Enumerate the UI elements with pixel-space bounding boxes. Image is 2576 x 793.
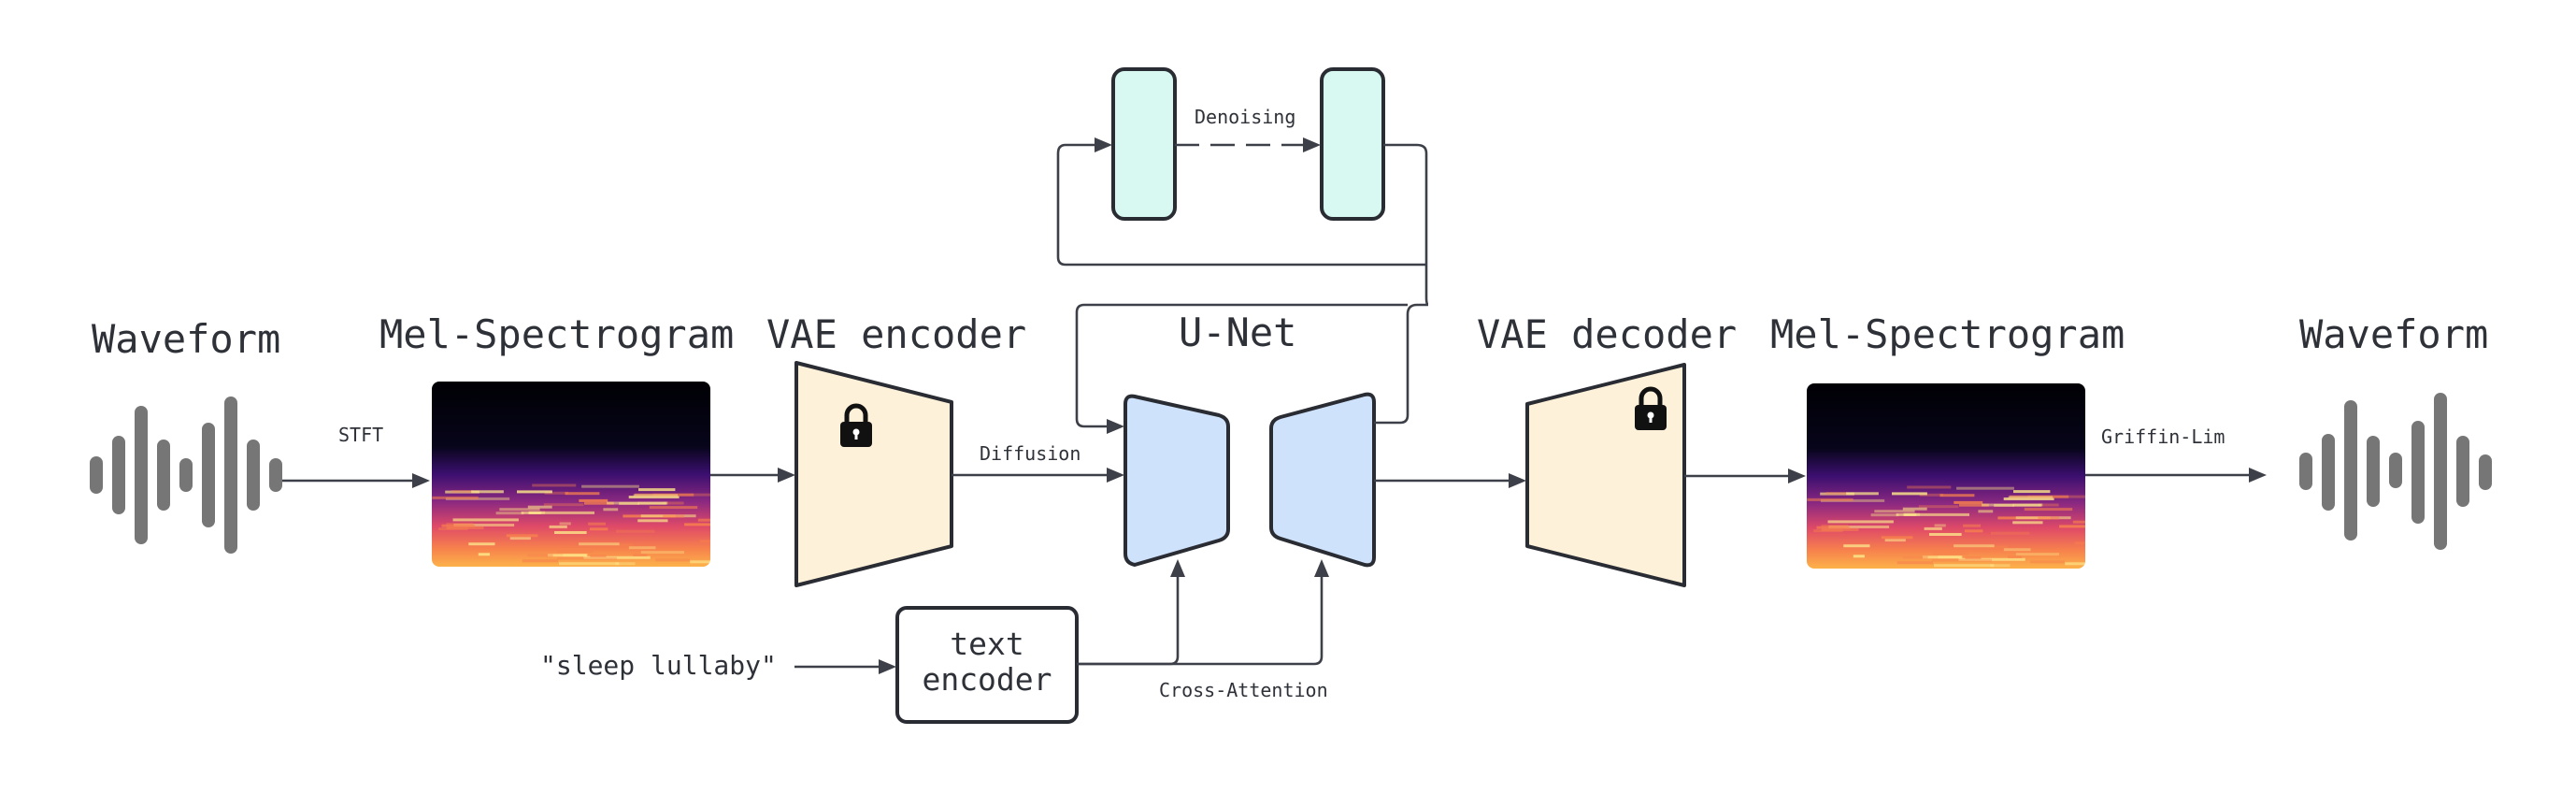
vae-encoder-block — [794, 361, 953, 587]
denoising-label: Denoising — [1195, 106, 1295, 128]
diffusion-label: Diffusion — [980, 442, 1080, 465]
prompt-arrow — [794, 659, 896, 674]
text-encoder-block: text encoder — [895, 606, 1079, 724]
denoising-block-start — [1111, 67, 1177, 221]
cross-attention-label: Cross-Attention — [1159, 679, 1328, 701]
stft-arrow — [282, 473, 430, 488]
denoising-to-unet-loop — [1056, 137, 1426, 434]
denoising-dashed-arrow — [1175, 137, 1321, 152]
output-waveform-title: Waveform — [2299, 311, 2488, 357]
spectrogram-to-encoder-arrow — [710, 468, 795, 483]
text-encoder-label-line2: encoder — [922, 661, 1052, 698]
denoising-block-end — [1320, 67, 1385, 221]
unet-encoder-block — [1123, 394, 1230, 567]
griffin-lim-arrow — [2085, 468, 2267, 483]
vae-encoder-title: VAE encoder — [766, 311, 1026, 357]
lock-icon — [1635, 386, 1667, 430]
output-waveform-icon — [2299, 393, 2492, 550]
diffusion-arrow — [952, 468, 1124, 483]
lock-icon — [840, 403, 872, 447]
input-waveform-title: Waveform — [92, 316, 280, 362]
output-spectrogram — [1807, 383, 2085, 569]
unet-title: U-Net — [1179, 310, 1296, 355]
unet-to-denoising-loop — [1374, 143, 1429, 425]
input-waveform-icon — [90, 396, 282, 554]
vae-decoder-block — [1525, 363, 1686, 587]
unet-decoder-block — [1269, 392, 1376, 568]
input-spectrogram-title: Mel-Spectrogram — [379, 311, 734, 357]
cross-attention-arrows — [1077, 559, 1329, 666]
stft-label: STFT — [338, 424, 383, 446]
input-spectrogram — [432, 382, 710, 567]
unet-to-decoder-arrow — [1374, 473, 1526, 488]
output-spectrogram-title: Mel-Spectrogram — [1770, 311, 2125, 357]
vae-decoder-title: VAE decoder — [1477, 311, 1737, 357]
decoder-to-spectrogram-arrow — [1684, 469, 1806, 483]
prompt-text: "sleep lullaby" — [540, 650, 777, 681]
griffin-lim-label: Griffin-Lim — [2101, 425, 2225, 448]
text-encoder-label-line1: text — [950, 626, 1023, 662]
